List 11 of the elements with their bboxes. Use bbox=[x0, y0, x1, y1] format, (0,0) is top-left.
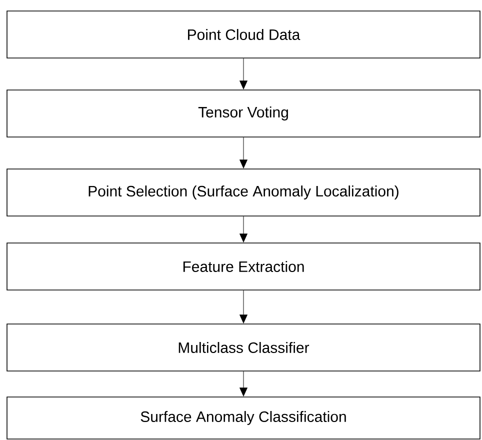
arrow bbox=[240, 216, 248, 242]
process-box: Feature Extraction bbox=[6, 242, 480, 290]
process-box: Point Cloud Data bbox=[6, 10, 480, 58]
arrow bbox=[240, 137, 248, 168]
arrow bbox=[240, 58, 248, 90]
arrow bbox=[240, 371, 248, 396]
process-box: Surface Anomaly Classification bbox=[6, 396, 480, 440]
arrow bbox=[240, 290, 248, 324]
process-box: Multiclass Classifier bbox=[6, 324, 480, 372]
process-box: Tensor Voting bbox=[6, 90, 480, 138]
process-box: Point Selection (Surface Anomaly Localization) bbox=[6, 168, 480, 216]
